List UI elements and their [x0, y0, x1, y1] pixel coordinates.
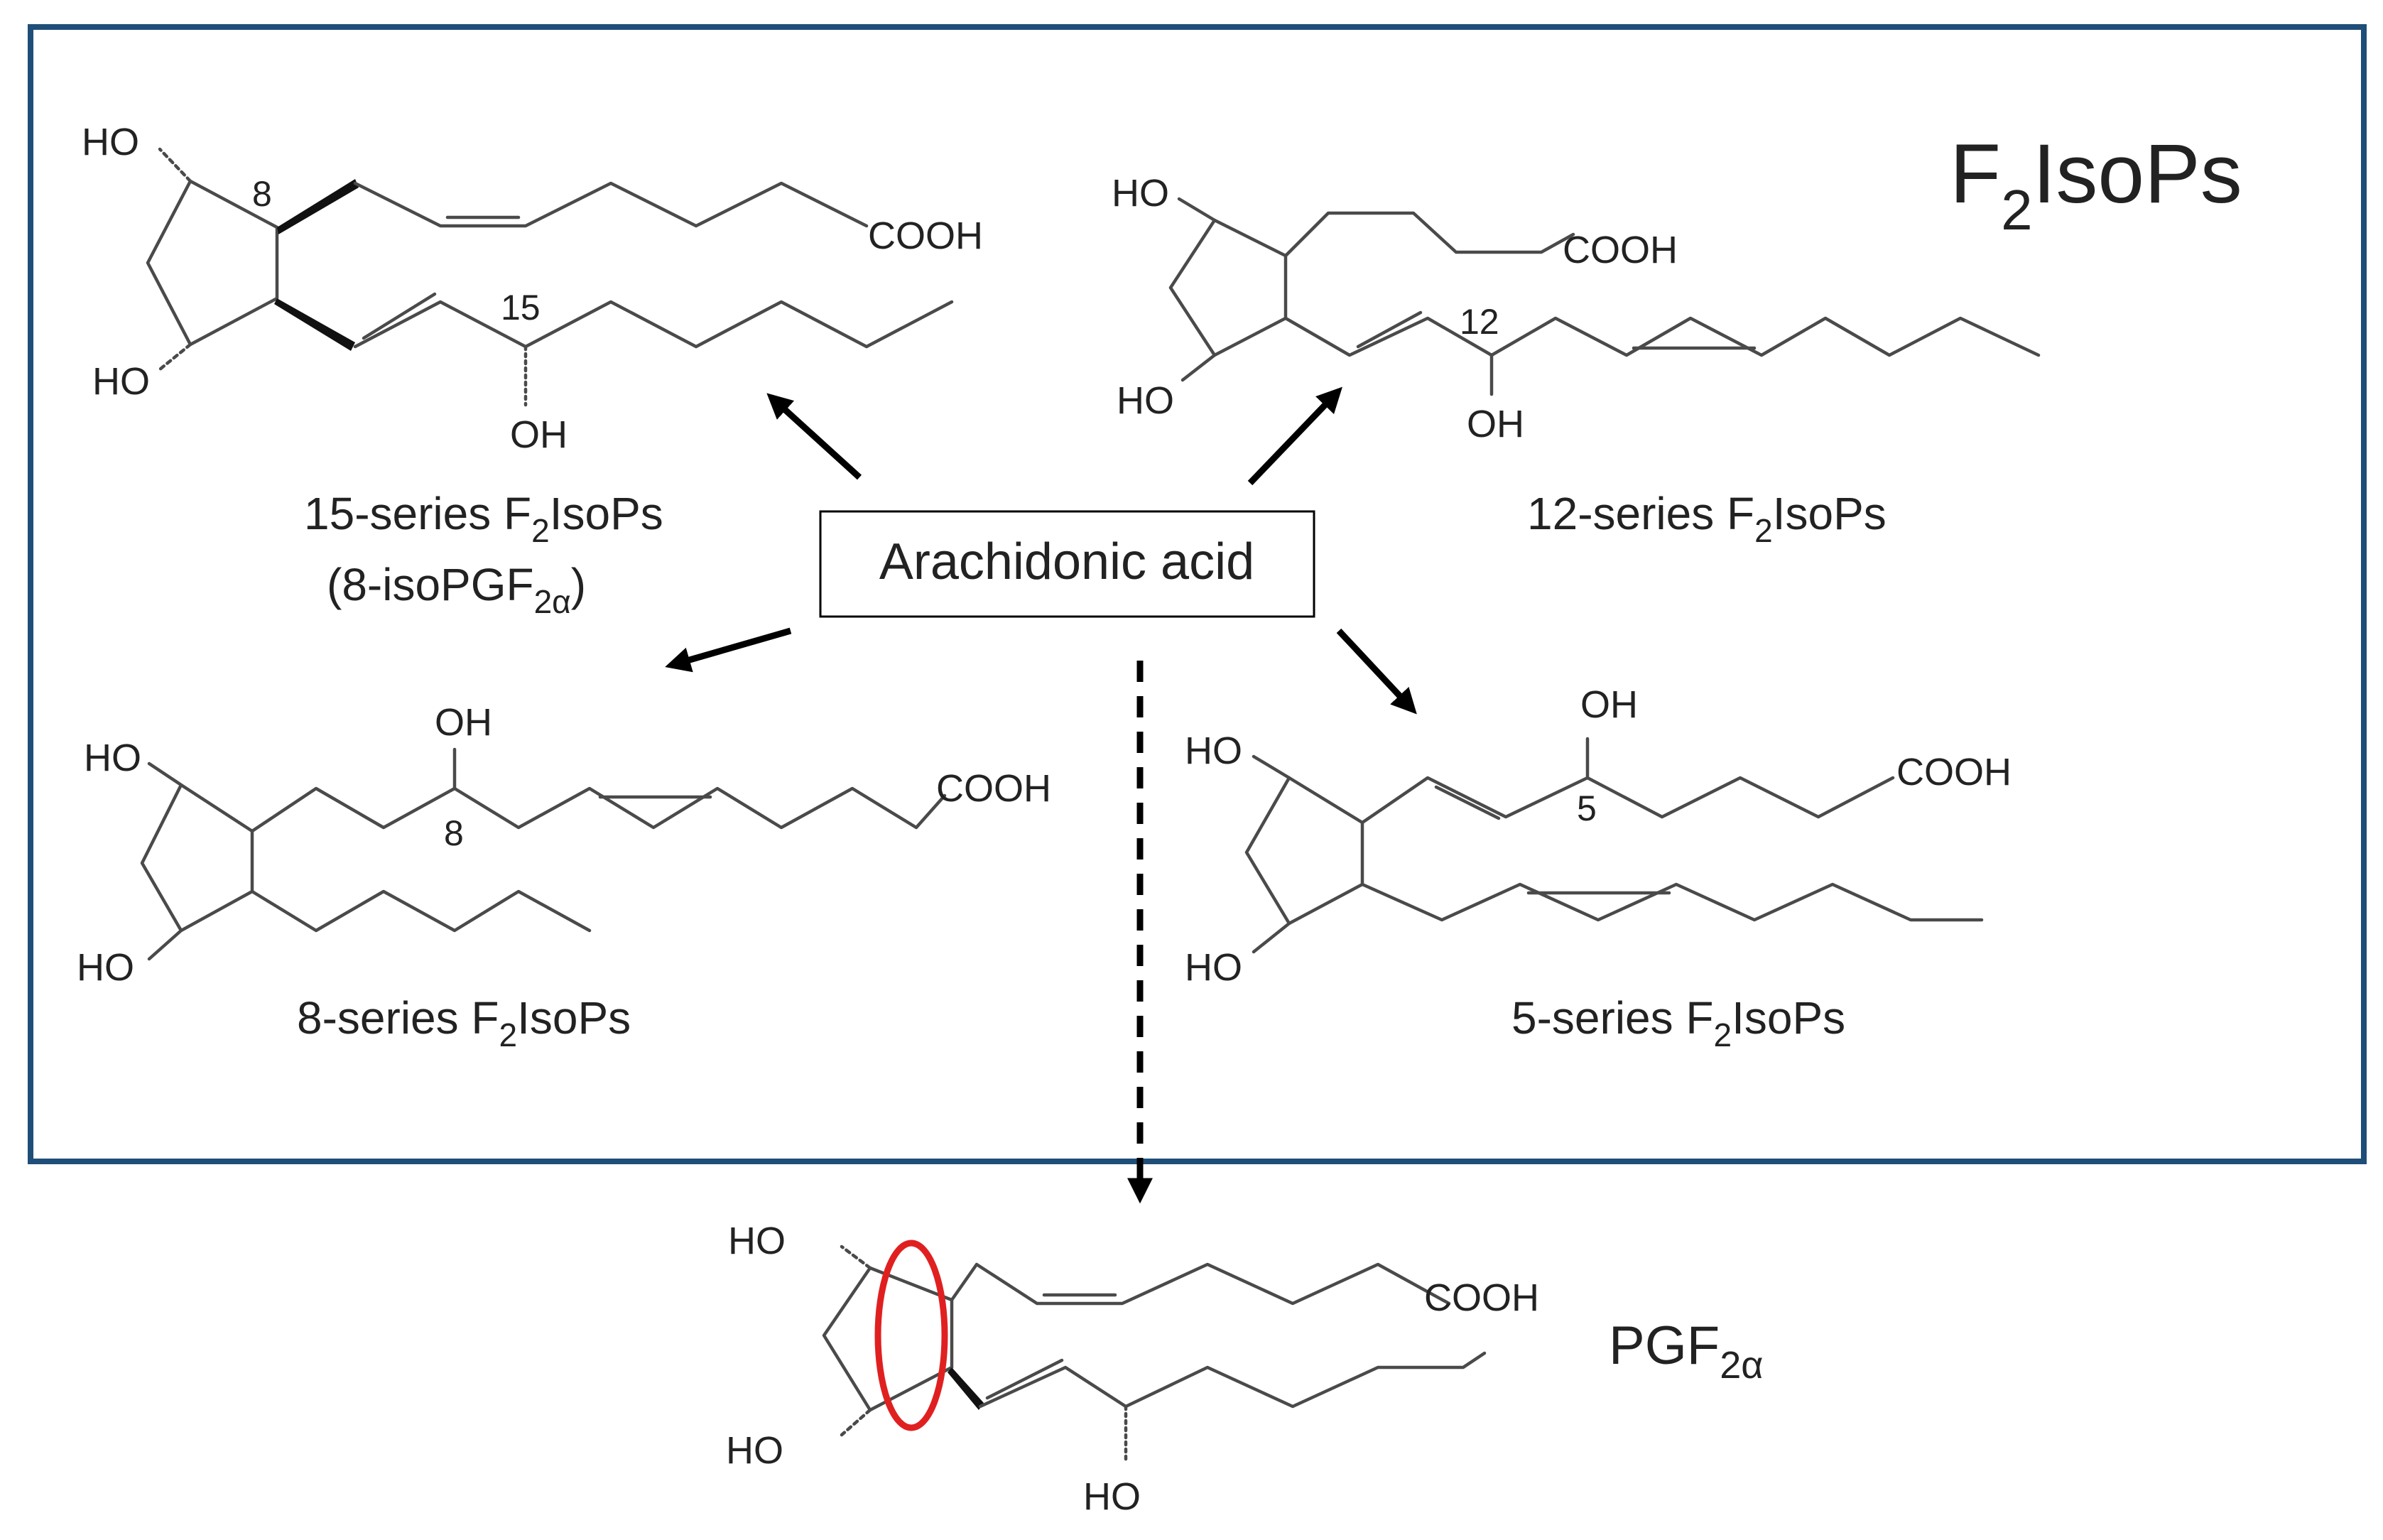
arachidonic-acid-label: Arachidonic acid [879, 533, 1254, 590]
cooh-label: COOH [1563, 229, 1678, 271]
isoprostane-frame [28, 24, 2367, 1164]
arrow-to-5-series [1336, 628, 1417, 715]
arachidonic-acid-box [819, 510, 1315, 618]
structure-5-series: HO HO OH COOH 5 [1185, 683, 2012, 989]
ring-15 [146, 179, 279, 347]
ho-label: HO [728, 1220, 786, 1262]
label-5-series: 5-series F2IsoPs [1511, 992, 1845, 1053]
ho-label: HO [82, 121, 139, 163]
structure-8-series: HO HO OH COOH 8 [77, 701, 1051, 989]
structure-12-series: HO HO COOH OH 12 [1112, 172, 2041, 445]
cooh-label: COOH [1424, 1276, 1539, 1319]
cooh-label: COOH [936, 767, 1051, 810]
ho-label: HO [84, 737, 141, 779]
label-8-series: 8-series F2IsoPs [297, 992, 631, 1053]
ho-label: HO [1117, 379, 1174, 422]
ho-label: HO [1185, 946, 1242, 989]
carbon-number: 8 [252, 174, 272, 214]
structure-pgf2a: HO HO COOH HO [726, 1220, 1539, 1518]
frame-title: F2IsoPs [1950, 127, 2242, 242]
oh-label: OH [1467, 403, 1524, 445]
label-12-series: 12-series F2IsoPs [1527, 488, 1887, 549]
carbon-number: 8 [444, 813, 464, 853]
label-pgf2a: PGF2α [1609, 1316, 1764, 1387]
ho-label: HO [77, 946, 134, 989]
label-8-isopgf2a: (8-isoPGF2α) [327, 559, 586, 620]
label-15-series: 15-series F2IsoPs [304, 488, 663, 549]
ho-label: HO [1185, 730, 1242, 772]
oh-label: OH [1580, 683, 1638, 726]
oh-label: OH [435, 701, 492, 744]
arrow-to-8-series [665, 627, 792, 673]
structure-15-series: HO HO COOH OH 8 15 [82, 121, 983, 456]
cooh-label: COOH [868, 215, 983, 257]
arrow-to-12-series [1247, 386, 1342, 486]
stereocenter-highlight [874, 1240, 948, 1431]
oh-label: OH [510, 413, 568, 456]
cooh-label: COOH [1896, 751, 2012, 793]
ho-label: HO [1112, 172, 1169, 215]
carbon-number: 5 [1577, 788, 1597, 828]
ho-label: HO [1083, 1475, 1141, 1518]
ho-label: HO [92, 360, 150, 403]
arrow-to-15-series [766, 393, 862, 480]
carbon-number: 12 [1460, 302, 1499, 342]
ho-label: HO [726, 1429, 783, 1472]
carbon-number: 15 [501, 288, 541, 327]
